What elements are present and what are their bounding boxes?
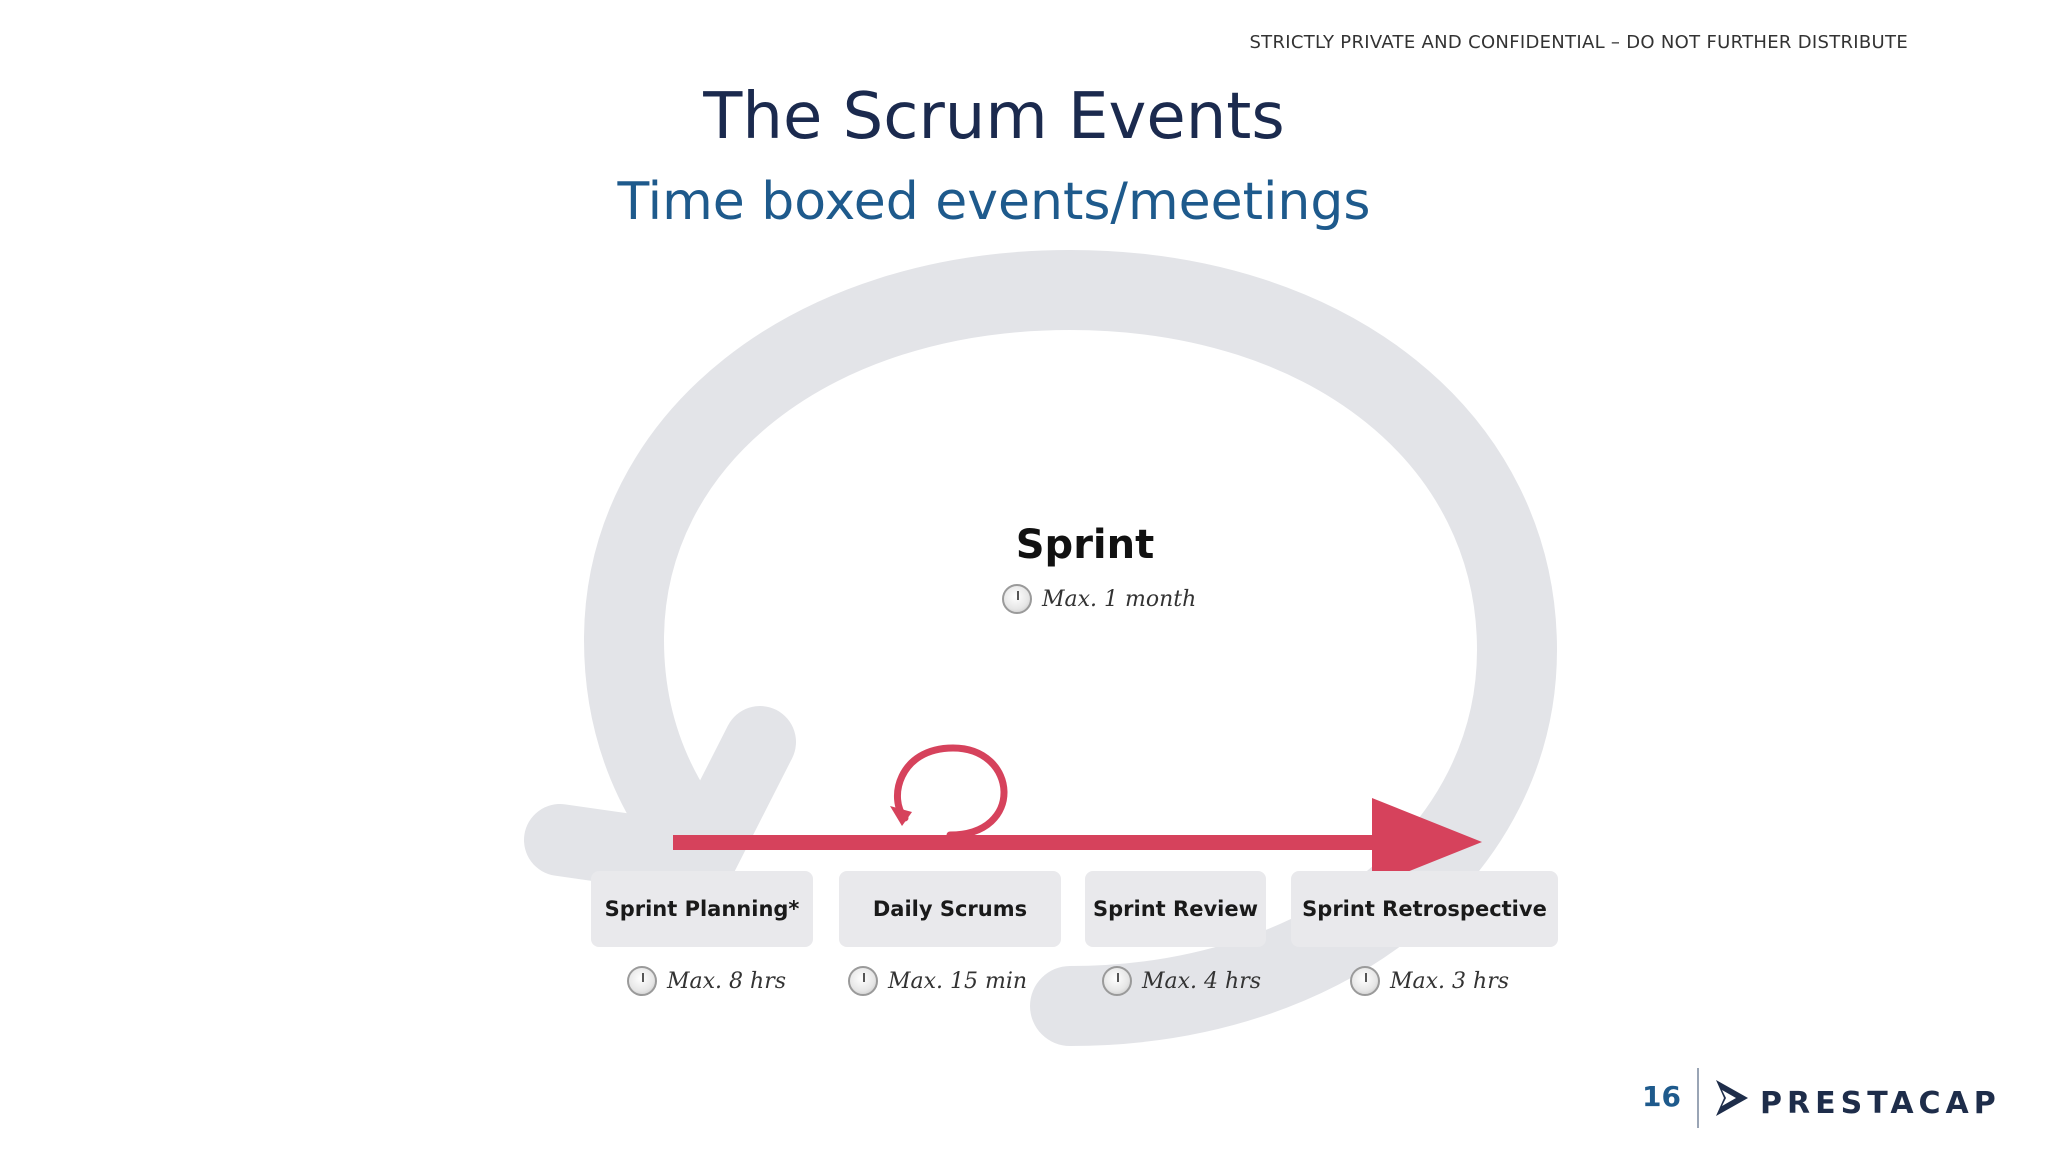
planning-timebox: Max. 8 hrs bbox=[627, 966, 786, 996]
arrow-right-icon bbox=[673, 798, 1482, 886]
clock-icon bbox=[1102, 966, 1132, 996]
sprint-label: Sprint bbox=[1015, 522, 1155, 568]
review-timebox-text: Max. 4 hrs bbox=[1142, 968, 1262, 994]
event-sprint-planning: Sprint Planning* bbox=[591, 871, 813, 947]
confidentiality-notice: STRICTLY PRIVATE AND CONFIDENTIAL – DO N… bbox=[1249, 32, 1908, 53]
clock-icon bbox=[1350, 966, 1380, 996]
clock-icon bbox=[848, 966, 878, 996]
daily-timebox-text: Max. 15 min bbox=[888, 968, 1028, 994]
event-sprint-review: Sprint Review bbox=[1085, 871, 1266, 947]
event-sprint-retrospective: Sprint Retrospective bbox=[1291, 871, 1558, 947]
clock-icon bbox=[627, 966, 657, 996]
logo-divider bbox=[1697, 1068, 1699, 1128]
brand-logo-text: PRESTACAP bbox=[1760, 1086, 2001, 1121]
event-daily-scrums: Daily Scrums bbox=[839, 871, 1061, 947]
page-number: 16 bbox=[1642, 1080, 1681, 1113]
retro-timebox: Max. 3 hrs bbox=[1350, 966, 1509, 996]
planning-timebox-text: Max. 8 hrs bbox=[667, 968, 787, 994]
prestacap-logo-icon bbox=[1716, 1080, 1748, 1116]
slide-title: The Scrum Events bbox=[703, 80, 1285, 154]
daily-timebox: Max. 15 min bbox=[848, 966, 1027, 996]
loop-arrow-icon bbox=[890, 744, 1008, 839]
review-timebox: Max. 4 hrs bbox=[1102, 966, 1261, 996]
retro-timebox-text: Max. 3 hrs bbox=[1390, 968, 1510, 994]
clock-icon bbox=[1002, 584, 1032, 614]
sprint-timebox: Max. 1 month bbox=[1002, 584, 1196, 614]
sprint-timebox-text: Max. 1 month bbox=[1042, 586, 1197, 612]
slide-subtitle: Time boxed events/meetings bbox=[617, 172, 1371, 232]
